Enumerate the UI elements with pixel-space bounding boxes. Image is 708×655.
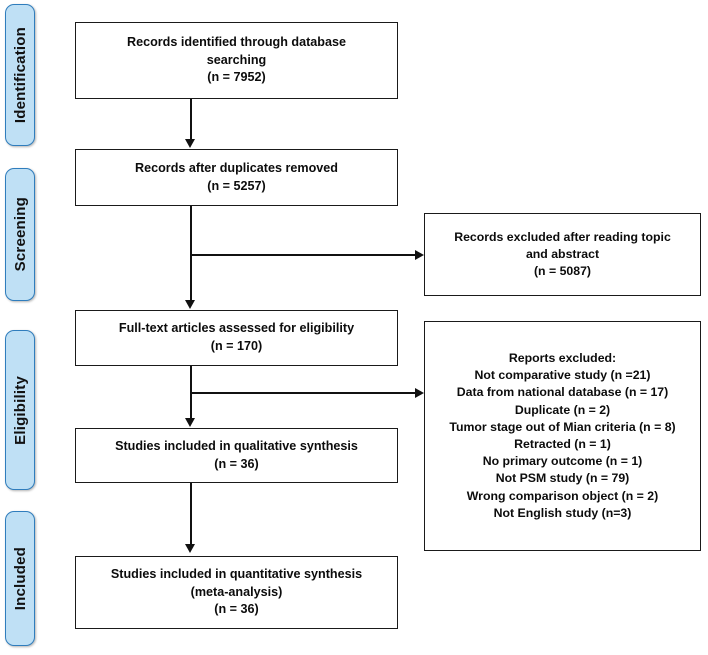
box-quantitative-synthesis-text: Studies included in quantitative synthes… — [110, 566, 363, 617]
arrowhead-fulltext-to-reports-excluded — [415, 387, 424, 398]
box-records-after-duplicates: Records after duplicates removed (n = 52… — [75, 149, 398, 206]
stage-label-eligibility-text: Eligibility — [11, 375, 29, 445]
stage-label-screening-text: Screening — [11, 197, 29, 272]
box-records-excluded-topic-abstract: Records excluded after reading topic and… — [424, 213, 701, 296]
connector-fulltext-to-reports-excluded — [190, 392, 418, 394]
box-qualitative-synthesis-text: Studies included in qualitative synthesi… — [115, 438, 358, 471]
box-fulltext-assessed: Full-text articles assessed for eligibil… — [75, 310, 398, 366]
box-records-identified: Records identified through database sear… — [75, 22, 398, 99]
connector-dedup-to-excluded — [190, 254, 418, 256]
arrowhead-dedup-to-excluded — [415, 249, 424, 260]
arrowhead-dedup-to-fulltext — [185, 300, 196, 309]
box-fulltext-assessed-text: Full-text articles assessed for eligibil… — [118, 321, 355, 353]
box-records-identified-text: Records identified through database sear… — [126, 34, 347, 85]
box-records-excluded-topic-abstract-text: Records excluded after reading topic and… — [454, 229, 671, 279]
arrowhead-identified-to-dedup — [185, 139, 196, 148]
arrowhead-fulltext-to-qualitative — [185, 418, 196, 427]
stage-label-identification: Identification — [5, 4, 35, 146]
stage-label-screening: Screening — [5, 168, 35, 301]
stage-label-identification-text: Identification — [11, 26, 29, 124]
box-records-after-duplicates-text: Records after duplicates removed (n = 52… — [135, 160, 338, 193]
stage-label-included: Included — [5, 511, 35, 646]
arrowhead-qualitative-to-quantitative — [185, 544, 196, 553]
box-reports-excluded-text: Reports excluded: Not comparative study … — [449, 350, 676, 520]
stage-label-eligibility: Eligibility — [5, 330, 35, 490]
box-reports-excluded: Reports excluded: Not comparative study … — [424, 321, 701, 551]
stage-label-included-text: Included — [11, 546, 29, 611]
box-qualitative-synthesis: Studies included in qualitative synthesi… — [75, 428, 398, 483]
connector-qualitative-to-quantitative — [190, 483, 192, 545]
box-quantitative-synthesis: Studies included in quantitative synthes… — [75, 556, 398, 629]
connector-identified-to-dedup — [190, 99, 192, 140]
